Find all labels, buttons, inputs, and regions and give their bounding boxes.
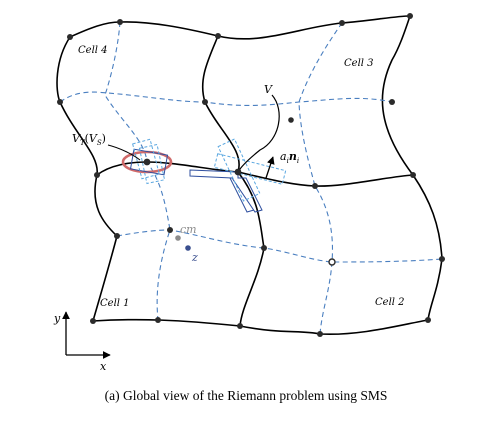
- left-box-dark: [129, 148, 169, 176]
- coordinate-axes: [62, 311, 111, 359]
- vertex: [94, 172, 100, 178]
- cell-4-label: Cell 4: [78, 45, 108, 56]
- vs-sub: S: [97, 139, 102, 147]
- vertex: [57, 99, 63, 105]
- z-point: [185, 245, 191, 251]
- normal-a-sub: i: [287, 157, 289, 165]
- vertex: [439, 256, 445, 262]
- dashed-lower-horizontal: [116, 229, 443, 263]
- right-boundary: [381, 15, 443, 321]
- left-box-light-1: [132, 138, 160, 180]
- vt-paren-open: (: [85, 132, 89, 145]
- vertex: [215, 33, 221, 39]
- cm-point: [175, 235, 181, 241]
- center-box-light-1: [217, 138, 261, 202]
- vertex: [202, 99, 208, 105]
- vertex: [155, 317, 161, 323]
- normal-a: a: [280, 150, 287, 163]
- z-label: z: [191, 251, 198, 264]
- vertex: [339, 20, 345, 26]
- center-box-dark-2: [229, 177, 255, 213]
- figure-caption: (a) Global view of the Riemann problem u…: [105, 388, 388, 403]
- vertex: [312, 183, 318, 189]
- x-axis-label: x: [100, 360, 107, 373]
- left-box-light-2: [138, 143, 166, 185]
- top-boundary: [69, 15, 411, 40]
- volume-label: V: [264, 83, 273, 96]
- middle-vertical-edge: [201, 35, 265, 327]
- normal-n: n: [289, 150, 297, 163]
- left-boundary: [56, 36, 118, 322]
- cell-edges: [56, 15, 443, 336]
- cell-2-label: Cell 2: [375, 297, 405, 308]
- volume-centroid-dot: [288, 117, 294, 123]
- cell-1-label: Cell 1: [100, 298, 130, 309]
- vertex: [67, 34, 73, 40]
- vertex: [237, 323, 243, 329]
- y-axis-label: y: [53, 312, 61, 325]
- vt-main: V: [72, 132, 81, 145]
- vertex: [425, 317, 431, 323]
- vertex: [114, 233, 120, 239]
- vt-sub: T: [80, 139, 86, 147]
- bottom-boundary: [92, 318, 429, 336]
- vertex: [234, 168, 242, 176]
- left-sub-boxes: [129, 138, 169, 185]
- vertex: [407, 13, 413, 19]
- vs-main: V: [89, 132, 98, 145]
- vertex: [410, 172, 416, 178]
- cell-3-label: Cell 3: [344, 58, 374, 69]
- mesh-vertices: [57, 13, 445, 337]
- cm-label: cm: [180, 223, 197, 236]
- vertex: [261, 245, 267, 251]
- normal-vector-arrow: [265, 156, 275, 179]
- vt-leader-line: [107, 144, 141, 161]
- dashed-right-vertical: [298, 22, 343, 335]
- vt-paren-close: ): [102, 132, 106, 145]
- normal-label: aini: [280, 150, 299, 165]
- normal-n-sub: i: [297, 157, 299, 165]
- volume-curve: [237, 94, 280, 173]
- vt-vs-label: VT(VS): [72, 132, 106, 147]
- vertex: [167, 227, 173, 233]
- vertex: [143, 158, 151, 166]
- center-sub-boxes: [189, 138, 287, 213]
- vertex: [389, 99, 395, 105]
- center-box-light-2: [213, 153, 287, 185]
- dashed-upper-horizontal: [59, 91, 393, 107]
- open-vertex: [328, 258, 336, 266]
- vertex: [117, 19, 123, 25]
- vertex: [317, 331, 323, 337]
- vertex: [90, 318, 96, 324]
